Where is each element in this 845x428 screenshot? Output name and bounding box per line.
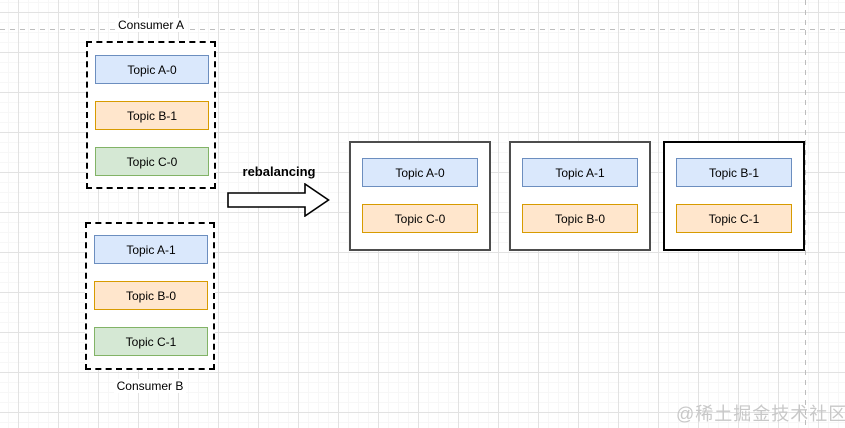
topic-box-a1: Topic A-1	[94, 235, 208, 264]
consumer-b-label-text: Consumer B	[113, 379, 187, 393]
topic-box-c0-after: Topic C-0	[362, 204, 478, 233]
topic-box-a1-after: Topic A-1	[522, 158, 638, 187]
consumer-group-a-box: Topic A-0 Topic B-1 Topic C-0	[86, 41, 216, 189]
page-boundary-horizontal-line	[0, 29, 845, 30]
consumer-a-label-text: Consumer A	[114, 18, 188, 32]
rebalancing-arrow-icon	[227, 183, 330, 217]
topic-box-b1: Topic B-1	[95, 101, 209, 130]
consumer-b-label: Consumer B	[85, 379, 215, 393]
consumer-group-b-box: Topic A-1 Topic B-0 Topic C-1	[85, 222, 215, 370]
topic-box-a0: Topic A-0	[95, 55, 209, 84]
rebalanced-consumer-2-box: Topic A-1 Topic B-0	[509, 141, 651, 251]
rebalanced-consumer-3-box: Topic B-1 Topic C-1	[663, 141, 805, 251]
page-boundary-vertical-line	[805, 0, 806, 428]
rebalanced-consumer-1-box: Topic A-0 Topic C-0	[349, 141, 491, 251]
topic-box-a0-after: Topic A-0	[362, 158, 478, 187]
topic-box-b1-after: Topic B-1	[676, 158, 792, 187]
watermark-text: @稀土掘金技术社区	[676, 404, 845, 424]
topic-box-b0: Topic B-0	[94, 281, 208, 310]
topic-box-c1-after: Topic C-1	[676, 204, 792, 233]
topic-box-b0-after: Topic B-0	[522, 204, 638, 233]
rebalancing-label: rebalancing	[242, 164, 316, 179]
consumer-a-label: Consumer A	[86, 18, 216, 32]
topic-box-c1: Topic C-1	[94, 327, 208, 356]
topic-box-c0: Topic C-0	[95, 147, 209, 176]
